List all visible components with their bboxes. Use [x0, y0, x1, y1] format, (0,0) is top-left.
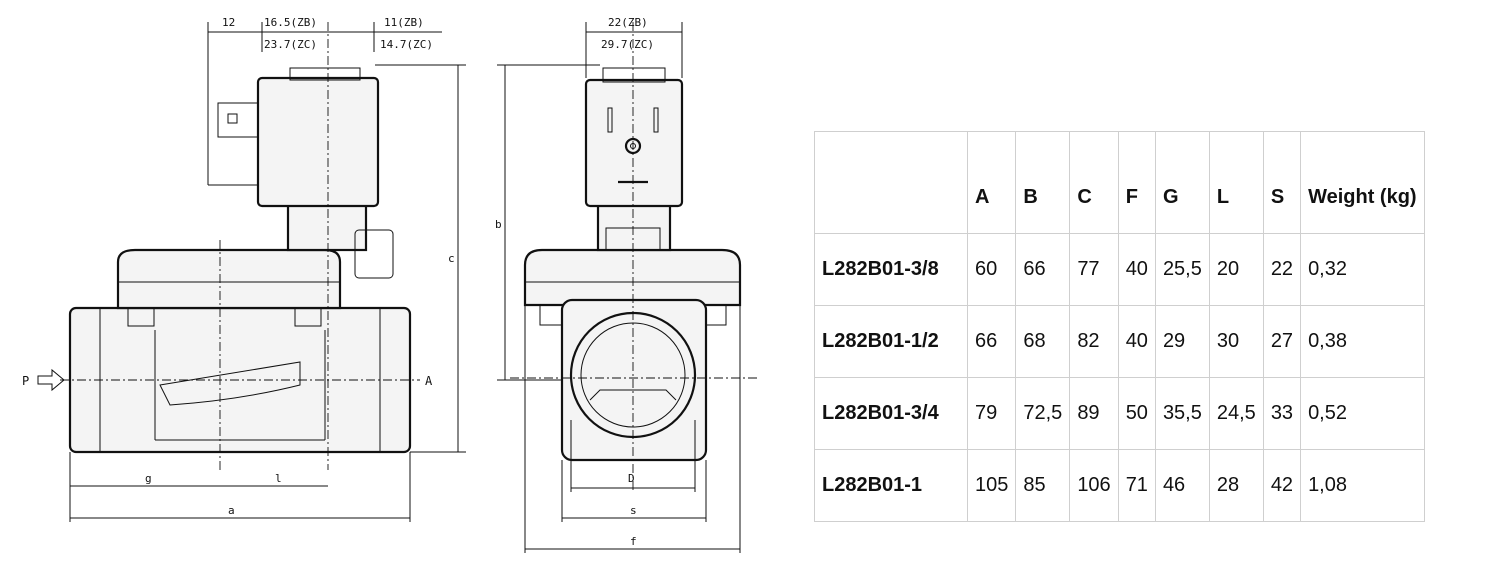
value-cell: 42 [1262, 449, 1302, 522]
value-cell: 35,5 [1154, 377, 1210, 450]
dim-23-7-zc: 23.7(ZC) [264, 38, 317, 51]
value-cell: 50 [1117, 377, 1156, 450]
dim-b-label: b [495, 218, 502, 231]
coil-stem [286, 203, 368, 252]
model-cell: L282B01-1/2 [814, 305, 968, 378]
value-cell: 68 [1015, 305, 1071, 378]
outlet-label-a: A [425, 374, 433, 388]
dim-11-zb: 11(ZB) [384, 16, 424, 29]
value-cell: 85 [1015, 449, 1071, 522]
value-cell: 28 [1208, 449, 1264, 522]
model-cell: L282B01-1 [814, 449, 968, 522]
value-cell: 79 [966, 377, 1017, 450]
pipe-body [68, 306, 412, 454]
header-cell-l: L [1208, 131, 1264, 234]
flow-arrow-icon [37, 368, 65, 392]
dim-d-label: D [628, 472, 635, 485]
dim-16-5-zb: 16.5(ZB) [264, 16, 317, 29]
dim-l-label: l [275, 472, 282, 485]
front-cover [523, 248, 742, 307]
side-view: 12 16.5(ZB) 23.7(ZC) 11(ZB) 14.7(ZC) c P… [22, 16, 466, 522]
header-cell-empty [814, 131, 968, 234]
model-cell: L282B01-3/8 [814, 233, 968, 306]
value-cell: 27 [1262, 305, 1302, 378]
table-row: L282B01-3/8 60 66 77 40 25,5 20 22 0,32 [814, 233, 1425, 306]
valve-cover [116, 248, 342, 310]
value-cell: 20 [1208, 233, 1264, 306]
value-cell: 40 [1117, 233, 1156, 306]
dim-g-label: g [145, 472, 152, 485]
header-cell-f: F [1117, 131, 1156, 234]
value-cell: 66 [966, 305, 1017, 378]
value-cell: 1,08 [1300, 449, 1425, 522]
header-cell-g: G [1154, 131, 1210, 234]
value-cell: 82 [1069, 305, 1119, 378]
dim-f-label: f [630, 535, 637, 548]
header-cell-b: B [1015, 131, 1071, 234]
value-cell: 0,32 [1300, 233, 1425, 306]
dim-22-zb: 22(ZB) [608, 16, 648, 29]
value-cell: 60 [966, 233, 1017, 306]
header-cell-c: C [1069, 131, 1119, 234]
value-cell: 0,52 [1300, 377, 1425, 450]
value-cell: 29 [1154, 305, 1210, 378]
dimension-table: A B C F G L S Weight (kg) L282B01-3/8 60… [814, 131, 1425, 522]
dim-a-label: a [228, 504, 235, 517]
header-cell-a: A [966, 131, 1017, 234]
model-cell: L282B01-3/4 [814, 377, 968, 450]
value-cell: 40 [1117, 305, 1156, 378]
value-cell: 77 [1069, 233, 1119, 306]
solenoid-coil [256, 76, 380, 208]
value-cell: 46 [1154, 449, 1210, 522]
front-coil [584, 78, 684, 208]
value-cell: 71 [1117, 449, 1156, 522]
table-header-row: A B C F G L S Weight (kg) [814, 131, 1425, 234]
value-cell: 24,5 [1208, 377, 1264, 450]
value-cell: 106 [1069, 449, 1119, 522]
manual-override [354, 229, 394, 279]
value-cell: 72,5 [1015, 377, 1071, 450]
table-row: L282B01-3/4 79 72,5 89 50 35,5 24,5 33 0… [814, 377, 1425, 450]
value-cell: 66 [1015, 233, 1071, 306]
value-cell: 105 [966, 449, 1017, 522]
header-cell-s: S [1262, 131, 1302, 234]
header-cell-weight: Weight (kg) [1300, 131, 1425, 234]
dim-c-label: c [448, 252, 455, 265]
table-row: L282B01-1 105 85 106 71 46 28 42 1,08 [814, 449, 1425, 522]
dim-14-7-zc: 14.7(ZC) [380, 38, 433, 51]
value-cell: 30 [1208, 305, 1264, 378]
inlet-label-p: P [22, 374, 29, 388]
value-cell: 89 [1069, 377, 1119, 450]
value-cell: 25,5 [1154, 233, 1210, 306]
value-cell: 22 [1262, 233, 1302, 306]
front-view: 22(ZB) 29.7(ZC) b D s f [495, 16, 760, 553]
table-row: L282B01-1/2 66 68 82 40 29 30 27 0,38 [814, 305, 1425, 378]
dim-12: 12 [222, 16, 235, 29]
valve-technical-drawing: 12 16.5(ZB) 23.7(ZC) 11(ZB) 14.7(ZC) c P… [22, 16, 760, 553]
internal-diaphragm [159, 361, 301, 406]
coil-connector [217, 102, 259, 138]
value-cell: 33 [1262, 377, 1302, 450]
dim-s-label: s [630, 504, 637, 517]
dim-29-7-zc: 29.7(ZC) [601, 38, 654, 51]
value-cell: 0,38 [1300, 305, 1425, 378]
